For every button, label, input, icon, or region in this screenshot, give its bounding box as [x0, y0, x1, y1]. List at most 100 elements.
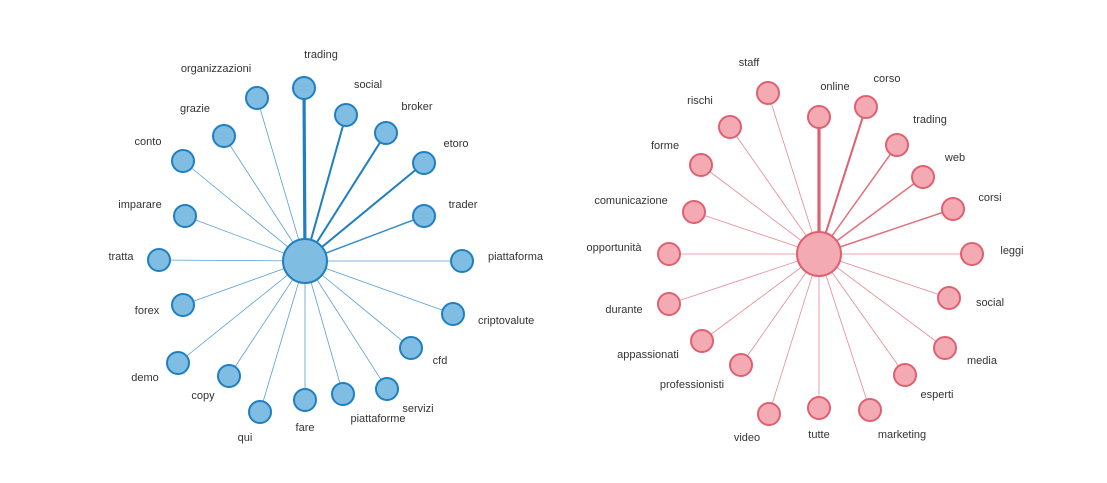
node-label: broker	[401, 101, 433, 113]
node-label: trading	[913, 114, 947, 126]
node[interactable]	[960, 242, 984, 266]
node[interactable]	[412, 204, 436, 228]
node[interactable]	[941, 197, 965, 221]
node[interactable]	[807, 396, 831, 420]
red-network: onlinecorsotradingwebcorsileggisocialmed…	[586, 57, 1023, 444]
center-node[interactable]	[796, 231, 842, 277]
node-label: servizi	[402, 403, 433, 415]
edge	[223, 135, 306, 262]
node[interactable]	[374, 121, 398, 145]
node[interactable]	[756, 81, 780, 105]
node-label: trader	[449, 199, 478, 211]
node[interactable]	[858, 398, 882, 422]
node[interactable]	[757, 402, 781, 426]
edge	[182, 160, 306, 262]
edge	[729, 126, 820, 255]
node-label: forme	[651, 140, 679, 152]
node[interactable]	[682, 200, 706, 224]
node[interactable]	[399, 336, 423, 360]
node-label: tratta	[108, 251, 134, 263]
node[interactable]	[718, 115, 742, 139]
node-label: imparare	[118, 199, 161, 211]
edge	[259, 260, 306, 413]
node-label: piattaforma	[488, 251, 544, 263]
blue-edges	[158, 87, 462, 413]
red-nodes	[657, 81, 984, 426]
node[interactable]	[729, 353, 753, 377]
node-label: social	[354, 79, 382, 91]
node[interactable]	[933, 336, 957, 360]
node[interactable]	[331, 382, 355, 406]
edge	[304, 162, 425, 262]
node-label: grazie	[180, 103, 210, 115]
node-label: forex	[135, 305, 160, 317]
edge	[256, 97, 306, 262]
edge	[818, 253, 871, 411]
node-label: qui	[238, 432, 253, 444]
edge	[818, 253, 906, 376]
node-label: esperti	[920, 389, 953, 401]
node[interactable]	[412, 151, 436, 175]
node-label: comunicazione	[594, 195, 667, 207]
node-label: etoro	[443, 138, 468, 150]
node[interactable]	[937, 286, 961, 310]
node[interactable]	[293, 388, 317, 412]
node-label: corso	[874, 73, 901, 85]
node[interactable]	[173, 204, 197, 228]
node[interactable]	[212, 124, 236, 148]
node-label: media	[967, 355, 998, 367]
node[interactable]	[807, 105, 831, 129]
edge	[700, 164, 820, 255]
node-label: trading	[304, 49, 338, 61]
center-node[interactable]	[282, 238, 328, 284]
node[interactable]	[147, 248, 171, 272]
node[interactable]	[292, 76, 316, 100]
node[interactable]	[441, 302, 465, 326]
node[interactable]	[171, 293, 195, 317]
node-label: professionisti	[660, 379, 724, 391]
edge	[768, 253, 820, 415]
node[interactable]	[171, 149, 195, 173]
node-label: copy	[191, 390, 215, 402]
node[interactable]	[657, 242, 681, 266]
node-label: durante	[605, 304, 642, 316]
node[interactable]	[248, 400, 272, 424]
edge	[818, 253, 946, 349]
node-label: cfd	[433, 355, 448, 367]
node-label: opportunità	[586, 242, 642, 254]
node-label: online	[820, 81, 849, 93]
red-labels: onlinecorsotradingwebcorsileggisocialmed…	[586, 57, 1023, 444]
node-label: video	[734, 432, 760, 444]
node[interactable]	[166, 351, 190, 375]
node[interactable]	[690, 329, 714, 353]
node[interactable]	[893, 363, 917, 387]
node[interactable]	[657, 292, 681, 316]
edge	[818, 106, 867, 255]
node[interactable]	[450, 249, 474, 273]
edge	[304, 132, 387, 262]
edge	[158, 259, 306, 262]
node-label: tutte	[808, 429, 829, 441]
edge	[818, 208, 954, 255]
node-label: web	[944, 152, 965, 164]
edge	[668, 253, 820, 305]
node[interactable]	[854, 95, 878, 119]
node-label: corsi	[978, 192, 1001, 204]
edge	[304, 260, 344, 395]
node[interactable]	[245, 86, 269, 110]
edge	[304, 114, 347, 262]
edge	[304, 260, 454, 315]
node[interactable]	[375, 377, 399, 401]
node[interactable]	[885, 133, 909, 157]
node-label: leggi	[1000, 245, 1023, 257]
node[interactable]	[911, 165, 935, 189]
blue-network: trading social broker etoro trader piattaform…	[108, 49, 543, 444]
node[interactable]	[217, 364, 241, 388]
node-label: staff	[739, 57, 761, 69]
node[interactable]	[689, 153, 713, 177]
edge	[177, 260, 306, 364]
edge	[767, 92, 820, 255]
node-label: piattaforme	[350, 413, 405, 425]
node[interactable]	[334, 103, 358, 127]
